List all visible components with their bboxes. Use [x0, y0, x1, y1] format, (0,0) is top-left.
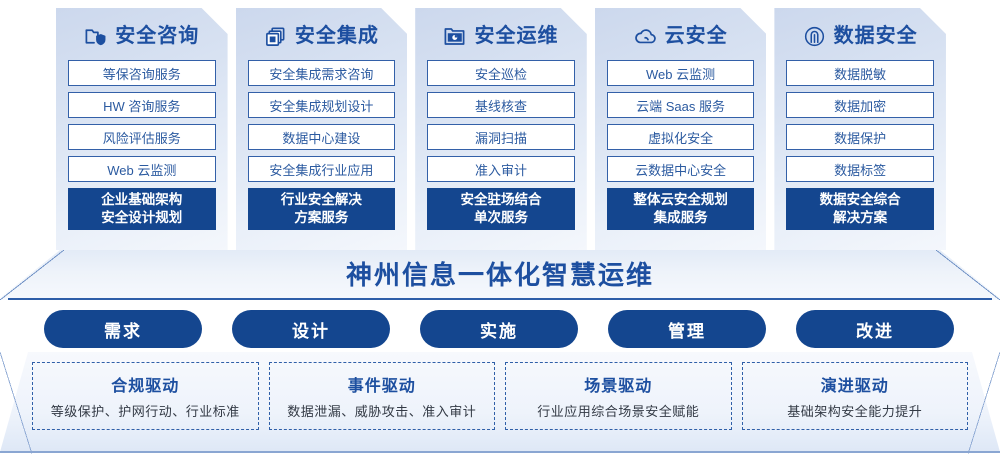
- summary-line: 数据安全综合: [819, 192, 901, 207]
- service-item[interactable]: 数据保护: [786, 124, 934, 150]
- summary-line: 安全驻场结合: [460, 192, 542, 207]
- column-title: 安全集成: [294, 25, 379, 47]
- folder-shield-icon: [84, 25, 107, 48]
- lifecycle-pill-requirement[interactable]: 需求: [44, 310, 202, 348]
- fingerprint-icon: [803, 25, 826, 48]
- service-item[interactable]: Web 云监测: [607, 60, 755, 86]
- service-item[interactable]: 数据脱敏: [786, 60, 934, 86]
- column-header: 安全运维: [415, 8, 587, 60]
- service-item[interactable]: 安全集成需求咨询: [248, 60, 396, 86]
- column-header: 安全咨询: [56, 8, 228, 60]
- column-items: 安全巡检 基线核查 漏洞扫描 准入审计 安全驻场结合 单次服务: [415, 60, 587, 240]
- column-summary[interactable]: 行业安全解决 方案服务: [248, 188, 396, 230]
- service-item[interactable]: 云端 Saas 服务: [607, 92, 755, 118]
- driver-title: 演进驱动: [820, 378, 889, 395]
- driver-description: 基础架构安全能力提升: [787, 404, 923, 419]
- service-item[interactable]: 风险评估服务: [68, 124, 216, 150]
- column-title: 安全运维: [474, 25, 559, 47]
- capability-column-cloud-security[interactable]: 云安全 Web 云监测 云端 Saas 服务 虚拟化安全 云数据中心安全 整体云…: [595, 8, 767, 250]
- summary-line: 企业基础架构: [101, 192, 183, 207]
- service-item[interactable]: 安全巡检: [427, 60, 575, 86]
- driver-title: 合规驱动: [111, 378, 180, 395]
- summary-line: 安全设计规划: [101, 210, 183, 225]
- drivers-bottom-edge: [0, 451, 1000, 453]
- service-item[interactable]: HW 咨询服务: [68, 92, 216, 118]
- platform-banner: 神州信息一体化智慧运维: [0, 250, 1000, 300]
- driver-description: 行业应用综合场景安全赋能: [537, 404, 700, 419]
- capability-columns: 安全咨询 等保咨询服务 HW 咨询服务 风险评估服务 Web 云监测 企业基础架…: [56, 8, 946, 250]
- column-header: 云安全: [595, 8, 767, 60]
- column-header: 安全集成: [236, 8, 408, 60]
- drivers-left-edge: [0, 352, 32, 454]
- service-item[interactable]: 等保咨询服务: [68, 60, 216, 86]
- driver-card-evolution[interactable]: 演进驱动 基础架构安全能力提升: [741, 362, 968, 430]
- column-items: 等保咨询服务 HW 咨询服务 风险评估服务 Web 云监测 企业基础架构 安全设…: [56, 60, 228, 240]
- service-item[interactable]: 安全集成行业应用: [248, 156, 396, 182]
- lifecycle-pill-implementation[interactable]: 实施: [420, 310, 578, 348]
- service-item[interactable]: 数据中心建设: [248, 124, 396, 150]
- monitor-chart-icon: [443, 25, 466, 48]
- banner-underline: [8, 298, 992, 300]
- service-item[interactable]: 安全集成规划设计: [248, 92, 396, 118]
- lifecycle-pill-improvement[interactable]: 改进: [796, 310, 954, 348]
- driver-title: 场景驱动: [584, 378, 653, 395]
- lifecycle-pill-management[interactable]: 管理: [608, 310, 766, 348]
- column-summary[interactable]: 安全驻场结合 单次服务: [427, 188, 575, 230]
- service-item[interactable]: 数据加密: [786, 92, 934, 118]
- drivers-row: 合规驱动 等级保护、护网行动、行业标准 事件驱动 数据泄漏、威胁攻击、准入审计 …: [32, 362, 968, 430]
- summary-line: 解决方案: [833, 210, 888, 225]
- service-item[interactable]: 虚拟化安全: [607, 124, 755, 150]
- drivers-container: [0, 352, 1000, 452]
- column-items: Web 云监测 云端 Saas 服务 虚拟化安全 云数据中心安全 整体云安全规划…: [595, 60, 767, 240]
- driver-card-scenario[interactable]: 场景驱动 行业应用综合场景安全赋能: [505, 362, 732, 430]
- summary-line: 集成服务: [653, 210, 708, 225]
- capability-column-security-integration[interactable]: 安全集成 安全集成需求咨询 安全集成规划设计 数据中心建设 安全集成行业应用 行…: [236, 8, 408, 250]
- summary-line: 方案服务: [294, 210, 349, 225]
- column-title: 数据安全: [833, 25, 918, 47]
- service-item[interactable]: 数据标签: [786, 156, 934, 182]
- driver-card-compliance[interactable]: 合规驱动 等级保护、护网行动、行业标准: [32, 362, 259, 430]
- summary-line: 整体云安全规划: [633, 192, 728, 207]
- column-items: 数据脱敏 数据加密 数据保护 数据标签 数据安全综合 解决方案: [774, 60, 946, 240]
- driver-description: 等级保护、护网行动、行业标准: [50, 404, 240, 419]
- service-item[interactable]: 基线核查: [427, 92, 575, 118]
- service-item[interactable]: 云数据中心安全: [607, 156, 755, 182]
- column-items: 安全集成需求咨询 安全集成规划设计 数据中心建设 安全集成行业应用 行业安全解决…: [236, 60, 408, 240]
- summary-line: 单次服务: [473, 210, 528, 225]
- capability-column-data-security[interactable]: 数据安全 数据脱敏 数据加密 数据保护 数据标签 数据安全综合 解决方案: [774, 8, 946, 250]
- documents-stack-icon: [264, 25, 287, 48]
- column-title: 安全咨询: [115, 25, 200, 47]
- banner-right-edge: [936, 250, 1000, 300]
- lifecycle-pill-design[interactable]: 设计: [232, 310, 390, 348]
- capability-column-security-consulting[interactable]: 安全咨询 等保咨询服务 HW 咨询服务 风险评估服务 Web 云监测 企业基础架…: [56, 8, 228, 250]
- driver-card-incident[interactable]: 事件驱动 数据泄漏、威胁攻击、准入审计: [268, 362, 495, 430]
- driver-description: 数据泄漏、威胁攻击、准入审计: [287, 404, 477, 419]
- banner-left-edge: [0, 250, 64, 300]
- summary-line: 行业安全解决: [280, 192, 362, 207]
- service-item[interactable]: 准入审计: [427, 156, 575, 182]
- platform-banner-title: 神州信息一体化智慧运维: [345, 259, 654, 290]
- capability-column-security-operations[interactable]: 安全运维 安全巡检 基线核查 漏洞扫描 准入审计 安全驻场结合 单次服务: [415, 8, 587, 250]
- driver-title: 事件驱动: [347, 378, 416, 395]
- column-header: 数据安全: [774, 8, 946, 60]
- column-summary[interactable]: 企业基础架构 安全设计规划: [68, 188, 216, 230]
- service-item[interactable]: Web 云监测: [68, 156, 216, 182]
- drivers-right-edge: [968, 352, 1000, 454]
- service-item[interactable]: 漏洞扫描: [427, 124, 575, 150]
- cloud-icon: [634, 25, 657, 48]
- column-summary[interactable]: 数据安全综合 解决方案: [786, 188, 934, 230]
- column-summary[interactable]: 整体云安全规划 集成服务: [607, 188, 755, 230]
- column-title: 云安全: [664, 25, 728, 47]
- lifecycle-pills: 需求 设计 实施 管理 改进: [44, 310, 954, 348]
